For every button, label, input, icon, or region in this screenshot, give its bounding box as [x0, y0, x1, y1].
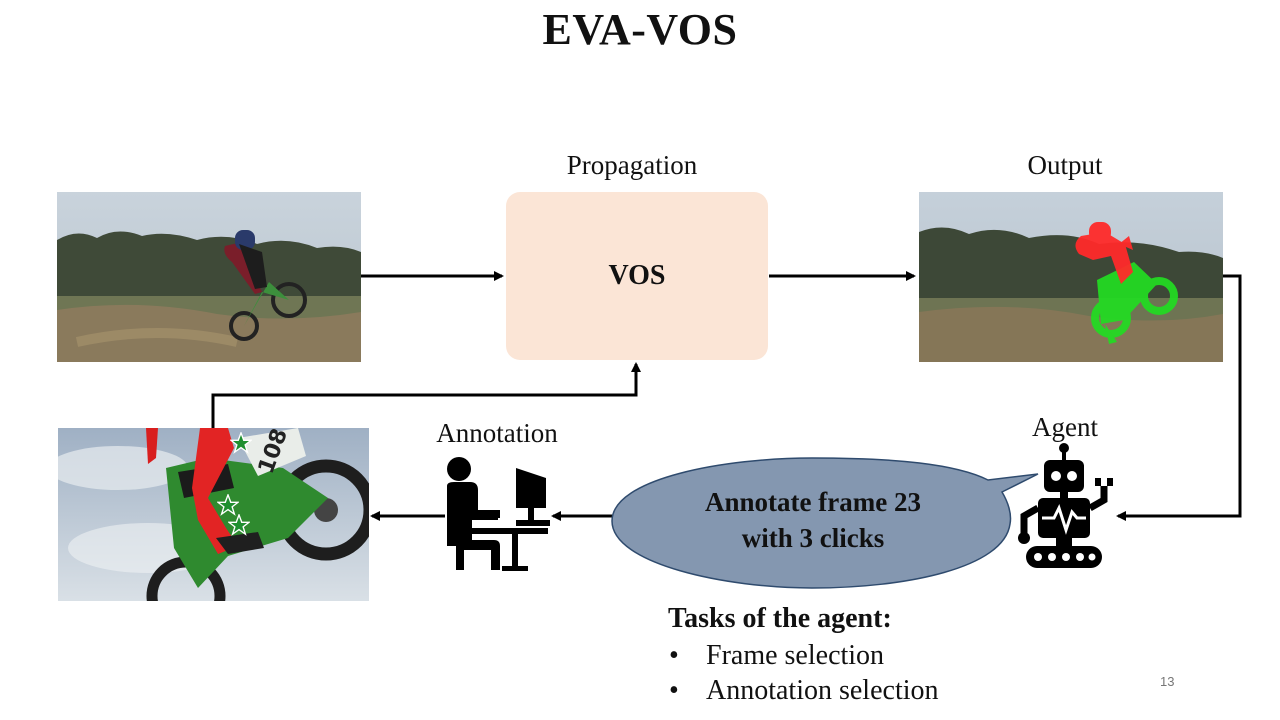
annotated-frame-image: 108 — [58, 428, 369, 601]
speech-bubble-line1: Annotate frame 23 — [705, 487, 921, 517]
output-frame-image — [919, 192, 1223, 362]
bullet-icon: • — [669, 640, 679, 671]
vos-box-label: VOS — [608, 260, 666, 291]
click-star-icon — [228, 514, 250, 536]
list-item: • Annotation selection — [668, 673, 939, 708]
bullet-icon: • — [669, 675, 679, 706]
tasks-title: Tasks of the agent: — [668, 603, 892, 634]
slide-title: EVA-VOS — [542, 5, 738, 54]
arrow-output-to-agent — [1116, 274, 1242, 521]
vos-box: VOS — [506, 192, 768, 360]
annotation-label: Annotation — [436, 418, 558, 448]
page-number: 13 — [1160, 674, 1175, 689]
speech-bubble-text: Annotate frame 23 with 3 clicks — [672, 484, 954, 556]
click-star-icon — [230, 432, 252, 454]
task-item-label: Frame selection — [706, 640, 885, 671]
agent-label: Agent — [1032, 412, 1098, 442]
input-frame-image — [57, 192, 361, 362]
list-item: • Frame selection — [668, 638, 939, 673]
arrow-frame-to-vos — [211, 362, 641, 428]
tasks-list: • Frame selection • Annotation selection — [668, 638, 939, 708]
task-item-label: Annotation selection — [706, 675, 939, 706]
speech-bubble — [611, 457, 1039, 589]
output-label: Output — [1027, 150, 1103, 180]
propagation-label: Propagation — [566, 150, 698, 180]
person-at-computer-icon — [442, 456, 554, 579]
robot-icon — [1014, 442, 1118, 577]
click-star-icon — [217, 494, 239, 516]
speech-bubble-line2: with 3 clicks — [741, 523, 885, 553]
